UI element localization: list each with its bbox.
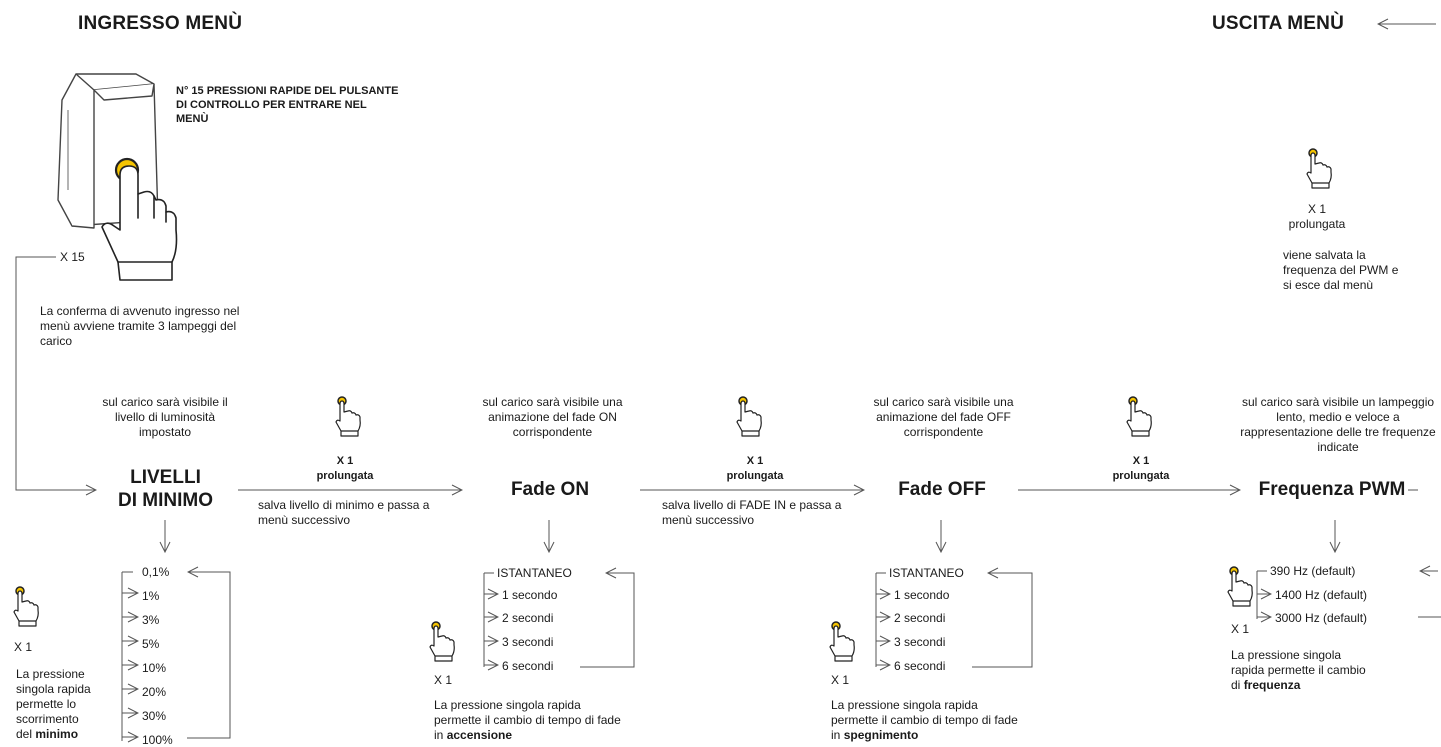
pwm-option: 1400 Hz (default) <box>1275 588 1368 602</box>
short-press-count-minimo: X 1 <box>14 640 33 654</box>
entry-menu-title: INGRESSO MENÙ <box>78 13 243 34</box>
hand-pointer-icon <box>829 621 855 662</box>
short-press-desc-pwm: La pressione singola rapida permette il … <box>1231 648 1371 693</box>
fade-on-option: 3 secondi <box>502 635 554 649</box>
short-press-desc-bold: spegnimento <box>843 728 919 742</box>
transition-1-count: X 1 <box>336 455 354 467</box>
minimo-option: 5% <box>142 637 160 651</box>
short-press-count-fade-off: X 1 <box>831 673 850 687</box>
transition-3-mode: prolungata <box>1112 470 1170 482</box>
exit-count: X 1 <box>1307 202 1326 216</box>
hand-pointer-icon <box>1126 396 1152 437</box>
hand-pointer-icon <box>429 621 455 662</box>
transition-1-mode: prolungata <box>316 470 374 482</box>
short-press-desc-bold: frequenza <box>1243 678 1301 692</box>
fade-on-option: 6 secondi <box>502 659 554 673</box>
hand-pointer-icon <box>1306 148 1332 189</box>
short-press-desc-minimo: La pressione singola rapida permette lo … <box>16 667 96 742</box>
fade-off-option: ISTANTANEO <box>889 566 964 580</box>
minimo-option: 0,1% <box>142 565 170 579</box>
step-fade-on-title: Fade ON <box>510 479 590 500</box>
fade-on-option: 1 secondo <box>502 588 558 602</box>
step-minimo-title-line1: LIVELLI <box>130 467 201 488</box>
minimo-option: 3% <box>142 613 160 627</box>
step-minimo-desc: sul carico sarà visibile il livello di l… <box>102 395 228 439</box>
minimo-option: 1% <box>142 589 160 603</box>
transition-2-note: salva livello di FADE IN e passa a menù … <box>662 498 842 527</box>
transition-1-note: salva livello di minimo e passa a menù s… <box>258 498 430 527</box>
fade-off-option: 2 secondi <box>894 611 946 625</box>
short-press-desc-text: La pressione singola rapida permette il … <box>1231 648 1366 692</box>
hand-pointer-icon <box>1227 566 1253 607</box>
step-fade-off-desc: sul carico sarà visibile una animazione … <box>873 395 1014 439</box>
step-fade-off-title: Fade OFF <box>898 479 986 500</box>
minimo-option: 30% <box>142 709 167 723</box>
hand-pointer-icon <box>13 586 39 627</box>
short-press-desc-text: La pressione singola rapida permette lo … <box>16 667 91 741</box>
exit-description: viene salvata la frequenza del PWM e si … <box>1283 248 1399 292</box>
step-pwm-title: Frequenza PWM <box>1258 479 1406 500</box>
transition-3-count: X 1 <box>1132 455 1150 467</box>
fade-on-option: ISTANTANEO <box>497 566 572 580</box>
transition-2-mode: prolungata <box>726 470 784 482</box>
short-press-desc-fade-off: La pressione singola rapida permette il … <box>831 698 1026 743</box>
exit-menu-title: USCITA MENÙ <box>1212 13 1345 34</box>
step-minimo-title-line2: DI MINIMO <box>118 490 213 511</box>
exit-mode: prolungata <box>1288 217 1346 231</box>
short-press-desc-text: La pressione singola rapida permette il … <box>831 698 1018 742</box>
fade-off-option: 6 secondi <box>894 659 946 673</box>
wall-switch-icon <box>57 73 178 281</box>
step-minimo-title: LIVELLI DI MINIMO <box>98 466 233 512</box>
hand-pointer-icon <box>736 396 762 437</box>
entry-confirm-text: La conferma di avvenuto ingresso nel men… <box>40 304 240 348</box>
short-press-count-pwm: X 1 <box>1231 622 1250 636</box>
fade-off-option: 1 secondo <box>894 588 950 602</box>
short-press-desc-fade-on: La pressione singola rapida permette il … <box>434 698 629 743</box>
minimo-option: 10% <box>142 661 167 675</box>
short-press-desc-bold: minimo <box>35 727 79 741</box>
minimo-option: 100% <box>142 733 173 747</box>
fade-on-option: 2 secondi <box>502 611 554 625</box>
step-fade-on-desc: sul carico sarà visibile una animazione … <box>482 395 623 439</box>
pwm-option: 3000 Hz (default) <box>1275 611 1368 625</box>
entry-instruction: N° 15 PRESSIONI RAPIDE DEL PULSANTE DI C… <box>176 85 399 125</box>
hand-pointer-icon <box>335 396 361 437</box>
transition-2-count: X 1 <box>746 455 764 467</box>
short-press-count-fade-on: X 1 <box>434 673 453 687</box>
pwm-option: 390 Hz (default) <box>1270 564 1356 578</box>
short-press-desc-text: La pressione singola rapida permette il … <box>434 698 621 742</box>
minimo-option: 20% <box>142 685 167 699</box>
fade-off-option: 3 secondi <box>894 635 946 649</box>
entry-count-label: X 15 <box>60 250 85 264</box>
step-pwm-desc: sul carico sarà visibile un lampeggio le… <box>1240 395 1436 454</box>
short-press-desc-bold: accensione <box>446 728 513 742</box>
